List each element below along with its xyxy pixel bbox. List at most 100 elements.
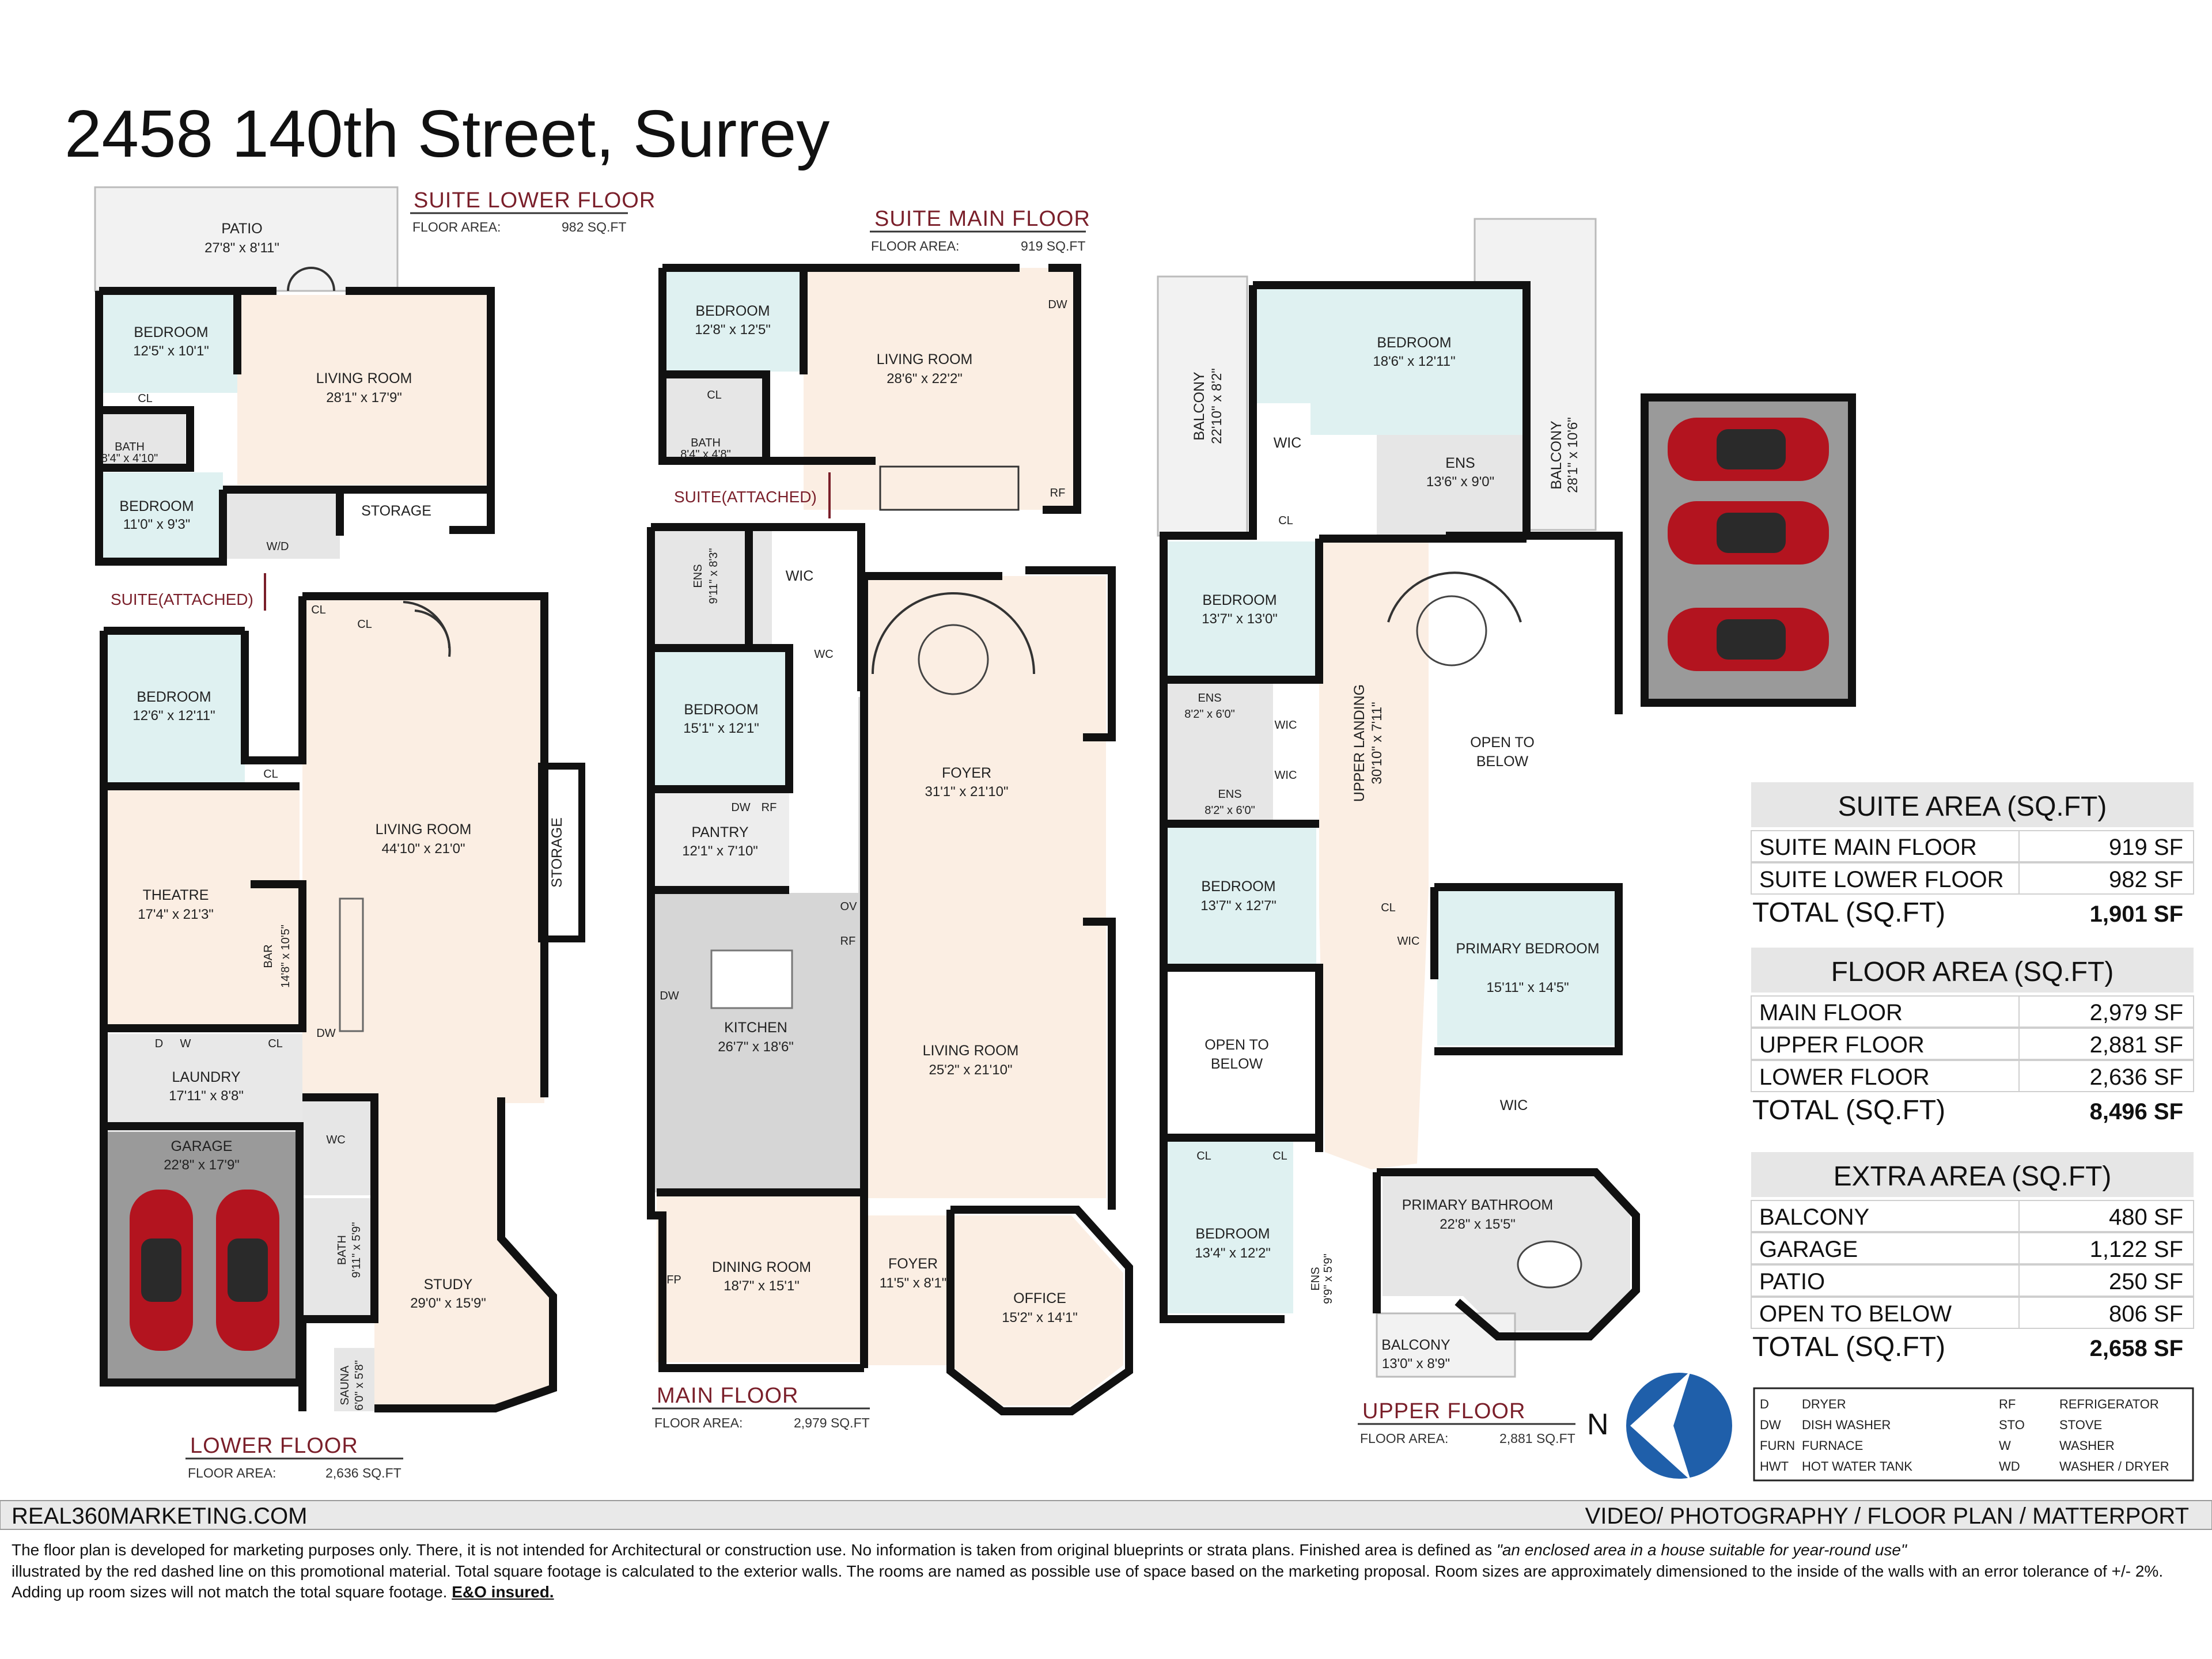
wall: [346, 287, 495, 534]
dining-area: [657, 1195, 861, 1362]
landing-area: [1319, 539, 1429, 1169]
bedroom-area: [1164, 1141, 1293, 1313]
open-to-below-label: OPEN TO: [1205, 1037, 1269, 1053]
open-to-below-label: BELOW: [1211, 1056, 1263, 1072]
ensuite-size: 9'9" x 5'9": [1322, 1253, 1335, 1304]
car-icon: [216, 1190, 279, 1351]
footer-disclaimer-line: The floor plan is developed for marketin…: [12, 1541, 1907, 1559]
primary-bedroom-area: [1437, 890, 1616, 1046]
refrigerator-label: RF: [1050, 487, 1066, 499]
bedroom-size: 15'1" x 12'1": [683, 721, 759, 736]
foyer-area: [867, 1215, 948, 1365]
closet-label: CL: [138, 392, 153, 405]
closet-label: CL: [263, 768, 278, 781]
washer-label: W: [180, 1037, 191, 1050]
bedroom-area: [1164, 827, 1316, 968]
office-area: [950, 1215, 1123, 1406]
wall: [1377, 1168, 1640, 1340]
living-room-size: 25'2" x 21'10": [929, 1062, 1013, 1078]
primary-bedroom-label: PRIMARY BEDROOM: [1456, 941, 1599, 957]
laundry-area: [225, 490, 340, 559]
table-heading: EXTRA AREA (SQ.FT): [1834, 1161, 2112, 1192]
table-row-label: BALCONY: [1759, 1205, 1869, 1230]
wall: [95, 291, 227, 566]
wall: [1164, 539, 1323, 684]
bedroom-area: [651, 648, 789, 789]
car-icon: [1668, 608, 1829, 671]
table-heading-bg: [1751, 948, 2194, 993]
legend-entry: FURN: [1760, 1438, 1795, 1453]
suite-main-floor-title: SUITE MAIN FLOOR: [874, 207, 1090, 231]
table-row-value: 2,881 SF: [2090, 1032, 2183, 1058]
pantry-area: [651, 792, 789, 890]
bedroom-label: BEDROOM: [119, 498, 194, 514]
closet-label: CL: [357, 618, 372, 631]
bedroom-area: [99, 295, 237, 393]
balcony-size: 22'10" x 8'2": [1209, 368, 1225, 444]
wall: [104, 880, 306, 1032]
table-row-label: SUITE LOWER FLOOR: [1759, 867, 2004, 892]
oven-label: OV: [840, 900, 858, 913]
ensuite-size: 8'2" x 6'0": [1205, 804, 1255, 817]
living-room-size: 28'6" x 22'2": [887, 371, 963, 387]
living-room-size: 28'1" x 17'9": [326, 390, 402, 406]
table-row-label: SUITE MAIN FLOOR: [1759, 835, 1977, 860]
closet-label: CL: [1278, 514, 1293, 527]
bedroom-area: [104, 631, 245, 783]
laundry-size: 17'11" x 8'8": [169, 1088, 244, 1104]
closet-label: CL: [268, 1037, 283, 1050]
sauna-size: 6'0" x 5'8": [353, 1360, 366, 1410]
wic-label: WIC: [1275, 719, 1297, 732]
wall: [100, 631, 300, 1387]
refrigerator-label: RF: [840, 935, 856, 948]
table-row: [1751, 830, 2194, 862]
bedroom-size: 12'5" x 10'1": [133, 343, 209, 359]
table-row-value: 982 SF: [2109, 867, 2183, 892]
ensuite-label: ENS: [692, 564, 704, 588]
footer-website: REAL360MARKETING.COM: [12, 1503, 307, 1529]
legend-entry: D: [1760, 1397, 1769, 1411]
wall: [651, 644, 793, 793]
theatre-area: [104, 789, 300, 1028]
table-row-label: OPEN TO BELOW: [1759, 1301, 1952, 1327]
wall: [647, 527, 864, 1372]
balcony-area: [1157, 275, 1248, 537]
sauna-area: [334, 1348, 374, 1411]
living-room-size: 44'10" x 21'0": [382, 841, 465, 857]
living-room-label: LIVING ROOM: [923, 1043, 1019, 1059]
wall: [662, 370, 770, 461]
bedroom-area: [1164, 541, 1316, 680]
table-total-label: TOTAL (SQ.FT): [1752, 1095, 1945, 1126]
upper-landing-size: 30'10" x 7'11": [1369, 702, 1385, 784]
bath-area: [302, 1198, 374, 1322]
suite-attached-label: SUITE(ATTACHED): [674, 488, 817, 506]
bedroom-size: 13'4" x 12'2": [1195, 1245, 1271, 1261]
closet-label: CL: [707, 389, 722, 402]
dishwasher-label: DW: [660, 990, 679, 1002]
bath-label: BATH: [691, 437, 721, 449]
bathtub: [1517, 1240, 1582, 1289]
wall: [946, 1206, 1133, 1415]
footer-disclaimer-block: illustrated by the red dashed line on th…: [12, 1562, 2163, 1601]
table-row: [1751, 1028, 2194, 1060]
compass-circle: [1626, 1373, 1732, 1479]
wic-area: [1253, 403, 1310, 533]
dishwasher-label: DW: [1048, 298, 1067, 311]
legend-entry: STOVE: [2059, 1418, 2102, 1432]
legend-entry: FURNACE: [1802, 1438, 1863, 1453]
eo-insured: E&O insured.: [452, 1583, 554, 1601]
bedroom-label: BEDROOM: [695, 303, 770, 319]
wall: [104, 1122, 304, 1382]
ensuite-area: [1377, 435, 1527, 536]
bedroom-size: 18'6" x 12'11": [1373, 354, 1455, 369]
legend-entry: HOT WATER TANK: [1802, 1459, 1912, 1474]
theatre-label: THEATRE: [143, 887, 209, 903]
table-heading-bg: [1751, 782, 2194, 827]
dining-room-label: DINING ROOM: [712, 1259, 811, 1275]
wic-label: WIC: [786, 568, 814, 584]
closet-label: CL: [1272, 1150, 1287, 1162]
legend-entry: HWT: [1760, 1459, 1789, 1474]
wall: [241, 596, 306, 764]
